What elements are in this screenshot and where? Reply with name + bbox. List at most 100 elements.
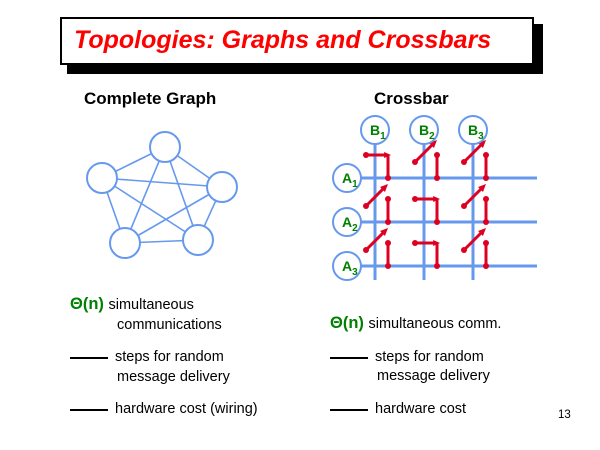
crossbar-input-node-a2-subscript: 2 bbox=[352, 223, 358, 234]
switch-arrowhead bbox=[478, 140, 486, 148]
switch-arrowhead bbox=[380, 228, 388, 236]
switch-dot bbox=[434, 263, 440, 269]
graph-edge bbox=[203, 200, 217, 227]
crossbar-switch-3-1[interactable] bbox=[363, 228, 391, 269]
bullet-text: hardware cost (wiring) bbox=[115, 401, 258, 418]
left-column-heading: Complete Graph bbox=[84, 89, 217, 108]
switch-segment-diagonal bbox=[462, 230, 484, 252]
graph-edge bbox=[176, 154, 211, 180]
graph-node bbox=[182, 224, 214, 256]
bullet-item: hardware cost bbox=[330, 400, 580, 420]
crossbar-switch-3-2[interactable] bbox=[412, 239, 440, 269]
switch-arrowhead bbox=[429, 140, 437, 148]
crossbar-switch-1-1[interactable] bbox=[363, 151, 391, 181]
crossbar-output-node-b2-subscript: 2 bbox=[429, 131, 435, 142]
switch-arrowhead bbox=[478, 228, 486, 236]
bullet-item: steps for random message delivery bbox=[70, 348, 320, 387]
fill-in-blank bbox=[330, 408, 368, 411]
fill-in-blank bbox=[330, 356, 368, 359]
crossbar-switch-1-3[interactable] bbox=[461, 140, 489, 181]
graph-node bbox=[109, 227, 141, 259]
crossbar-switch-3-3[interactable] bbox=[461, 228, 489, 269]
switch-segment-diagonal bbox=[364, 186, 386, 208]
crossbar-output-node-b3-circle bbox=[458, 115, 488, 145]
switch-dot bbox=[483, 219, 489, 225]
fill-in-blank bbox=[70, 409, 108, 412]
crossbar-input-node-a3-subscript: 3 bbox=[352, 267, 358, 278]
bullet-line: Θ(n) simultaneous comm. bbox=[330, 312, 580, 335]
graph-edge bbox=[130, 160, 160, 230]
switch-dot bbox=[483, 175, 489, 181]
theta-notation: Θ(n) bbox=[330, 314, 369, 332]
switch-segment-diagonal bbox=[364, 230, 386, 252]
graph-node-group bbox=[86, 131, 238, 259]
crossbar-switch-1-2[interactable] bbox=[412, 140, 440, 181]
right-column-heading: Crossbar bbox=[374, 89, 449, 108]
crossbar-output-node-b2[interactable]: B2 bbox=[409, 115, 439, 145]
crossbar-switch-group bbox=[363, 140, 489, 269]
graph-edge-group bbox=[106, 152, 217, 244]
bullet-text: communications bbox=[117, 316, 222, 333]
graph-edge bbox=[106, 191, 121, 230]
bullet-line: Θ(n) simultaneous bbox=[70, 293, 320, 316]
switch-segment-diagonal bbox=[462, 186, 484, 208]
graph-edge bbox=[137, 193, 210, 237]
switch-dot bbox=[385, 175, 391, 181]
crossbar-input-node-a1-subscript: 1 bbox=[352, 179, 358, 190]
switch-dot bbox=[434, 175, 440, 181]
bullet-text: message delivery bbox=[117, 368, 230, 385]
crossbar-input-node-a3[interactable]: A3 bbox=[332, 251, 362, 281]
switch-dot bbox=[385, 263, 391, 269]
bullet-text: simultaneous comm. bbox=[368, 316, 502, 332]
graph-edge bbox=[169, 160, 194, 227]
crossbar-switch-2-3[interactable] bbox=[461, 184, 489, 225]
graph-edge bbox=[139, 239, 184, 244]
graph-node bbox=[149, 131, 181, 163]
switch-dot bbox=[385, 219, 391, 225]
bullet-line: hardware cost (wiring) bbox=[70, 400, 320, 420]
switch-dot bbox=[483, 263, 489, 269]
graph-edge bbox=[114, 185, 186, 233]
theta-notation: Θ(n) bbox=[70, 295, 109, 313]
switch-segment-diagonal bbox=[462, 142, 484, 164]
crossbar-input-node-a3-circle bbox=[332, 251, 362, 281]
fill-in-blank bbox=[70, 357, 108, 360]
page-title: Topologies: Graphs and Crossbars bbox=[74, 26, 492, 54]
bullet-text: simultaneous bbox=[108, 297, 194, 313]
crossbar-output-node-b1-circle bbox=[360, 115, 390, 145]
graph-edge bbox=[115, 152, 152, 173]
bullet-line: message delivery bbox=[70, 368, 320, 388]
bullet-item: hardware cost (wiring) bbox=[70, 400, 320, 420]
bullet-text: steps for random bbox=[375, 348, 484, 365]
bullet-item: steps for random message delivery bbox=[330, 348, 580, 387]
title-box: Topologies: Graphs and Crossbars bbox=[60, 17, 534, 65]
graph-node bbox=[206, 171, 238, 203]
bullet-line: communications bbox=[70, 316, 320, 336]
graph-edge bbox=[116, 178, 208, 187]
right-column-bullets: Θ(n) simultaneous comm. steps for random m… bbox=[330, 312, 580, 432]
bullet-text: hardware cost bbox=[375, 400, 467, 417]
bullet-line: message delivery bbox=[330, 367, 580, 387]
switch-dot bbox=[434, 219, 440, 225]
switch-arrowhead bbox=[380, 184, 388, 192]
crossbar-output-node-b3[interactable]: B3 bbox=[458, 115, 488, 145]
bullet-text: steps for random bbox=[115, 349, 224, 366]
complete-graph-diagram bbox=[86, 131, 238, 259]
bullet-line: steps for random bbox=[70, 348, 320, 368]
page-number: 13 bbox=[558, 409, 571, 421]
crossbar-input-node-a2[interactable]: A2 bbox=[332, 207, 362, 237]
crossbar-switch-2-2[interactable] bbox=[412, 195, 440, 225]
crossbar-output-node-b2-circle bbox=[409, 115, 439, 145]
crossbar-input-node-a1-circle bbox=[332, 163, 362, 193]
crossbar-input-node-a2-circle bbox=[332, 207, 362, 237]
crossbar-switch-2-1[interactable] bbox=[363, 184, 391, 225]
switch-segment-diagonal bbox=[413, 142, 435, 164]
crossbar-output-node-b1[interactable]: B1 bbox=[360, 115, 390, 145]
crossbar-input-node-a1[interactable]: A1 bbox=[332, 163, 362, 193]
bullet-line: hardware cost bbox=[330, 400, 580, 420]
graph-node bbox=[86, 162, 118, 194]
